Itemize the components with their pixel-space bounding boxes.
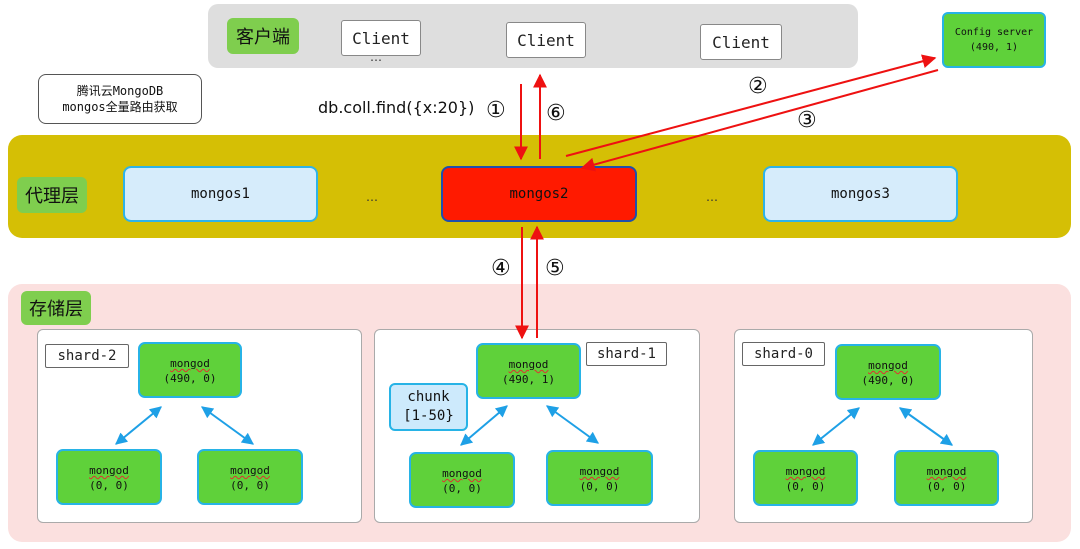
proxy-ellipsis-right: …	[706, 190, 718, 204]
node-title: mongod	[868, 359, 908, 372]
shard-2-primary-mongod[interactable]: mongod (490, 0)	[138, 342, 242, 398]
node-version: (0, 0)	[230, 479, 270, 492]
shard-2-secondary-mongod-2[interactable]: mongod (0, 0)	[197, 449, 303, 505]
node-title: mongod	[89, 464, 129, 477]
step-6: ⑥	[546, 101, 566, 126]
proxy-ellipsis-left: …	[366, 190, 378, 204]
node-version: (0, 0)	[579, 480, 620, 493]
shard-1-secondary-mongod-2[interactable]: mongod (0, 0)	[546, 450, 653, 506]
mongos3-node[interactable]: mongos3	[763, 166, 958, 222]
shard-1-secondary-mongod-1[interactable]: mongod (0, 0)	[409, 452, 515, 508]
node-title: mongod	[508, 358, 549, 371]
node-version: (490, 0)	[861, 374, 915, 387]
step-2: ②	[748, 74, 768, 99]
chunk-label: chunk	[407, 389, 450, 405]
config-server-version: (490, 1)	[969, 42, 1019, 53]
replication-arrow-shard-0-left	[812, 407, 860, 446]
shard-1-label: shard-1	[586, 342, 667, 366]
replication-arrow-shard-2-right	[201, 406, 254, 445]
storage-layer-label: 存储层	[21, 291, 91, 325]
node-title: mongod	[170, 357, 210, 370]
shard-2-secondary-mongod-1[interactable]: mongod (0, 0)	[56, 449, 162, 505]
arrow-step-2	[565, 54, 937, 157]
node-version: (490, 1)	[502, 373, 555, 386]
config-server[interactable]: Config server (490, 1)	[942, 12, 1046, 68]
proxy-layer-label: 代理层	[17, 177, 87, 213]
shard-1-primary-mongod[interactable]: mongod (490, 1)	[476, 343, 581, 399]
client-box-1-ellipsis: …	[370, 50, 382, 64]
client-box-1[interactable]: Client	[341, 20, 421, 56]
node-title: mongod	[579, 465, 620, 478]
node-title: mongod	[926, 465, 967, 478]
shard-0-primary-mongod[interactable]: mongod (490, 0)	[835, 344, 941, 400]
shard-0-secondary-mongod-1[interactable]: mongod (0, 0)	[753, 450, 858, 506]
chunk-range: [1-50}	[403, 408, 454, 424]
step-1: ①	[486, 98, 506, 123]
node-title: mongod	[442, 467, 482, 480]
client-layer-label: 客户端	[227, 18, 299, 54]
routing-note-line2: mongos全量路由获取	[62, 100, 178, 114]
replication-arrow-shard-2-left	[115, 406, 162, 445]
step-4: ④	[491, 256, 511, 281]
shard-0-label: shard-0	[742, 342, 825, 366]
config-server-title: Config server	[954, 27, 1034, 38]
node-version: (0, 0)	[442, 482, 482, 495]
routing-note: 腾讯云MongoDB mongos全量路由获取	[38, 74, 202, 124]
replication-arrow-shard-1-right	[546, 405, 599, 444]
mongos2-node[interactable]: mongos2	[441, 166, 637, 222]
mongos1-node[interactable]: mongos1	[123, 166, 318, 222]
node-version: (0, 0)	[785, 480, 826, 493]
arrow-step-3	[580, 69, 939, 172]
replication-arrow-shard-0-right	[899, 407, 953, 446]
client-box-2[interactable]: Client	[506, 22, 586, 58]
node-version: (0, 0)	[89, 479, 129, 492]
routing-note-line1: 腾讯云MongoDB	[76, 84, 164, 98]
node-title: mongod	[785, 465, 826, 478]
node-version: (0, 0)	[926, 480, 967, 493]
step-5: ⑤	[545, 256, 565, 281]
chunk-box: chunk [1-50}	[389, 383, 468, 431]
step-3: ③	[797, 108, 817, 133]
replication-arrow-shard-1-left	[460, 405, 508, 446]
client-box-3[interactable]: Client	[700, 24, 782, 60]
shard-2-label: shard-2	[45, 344, 129, 368]
node-version: (490, 0)	[163, 372, 217, 385]
node-title: mongod	[230, 464, 270, 477]
query-text: db.coll.find({x:20})	[318, 98, 475, 117]
shard-0-secondary-mongod-2[interactable]: mongod (0, 0)	[894, 450, 999, 506]
